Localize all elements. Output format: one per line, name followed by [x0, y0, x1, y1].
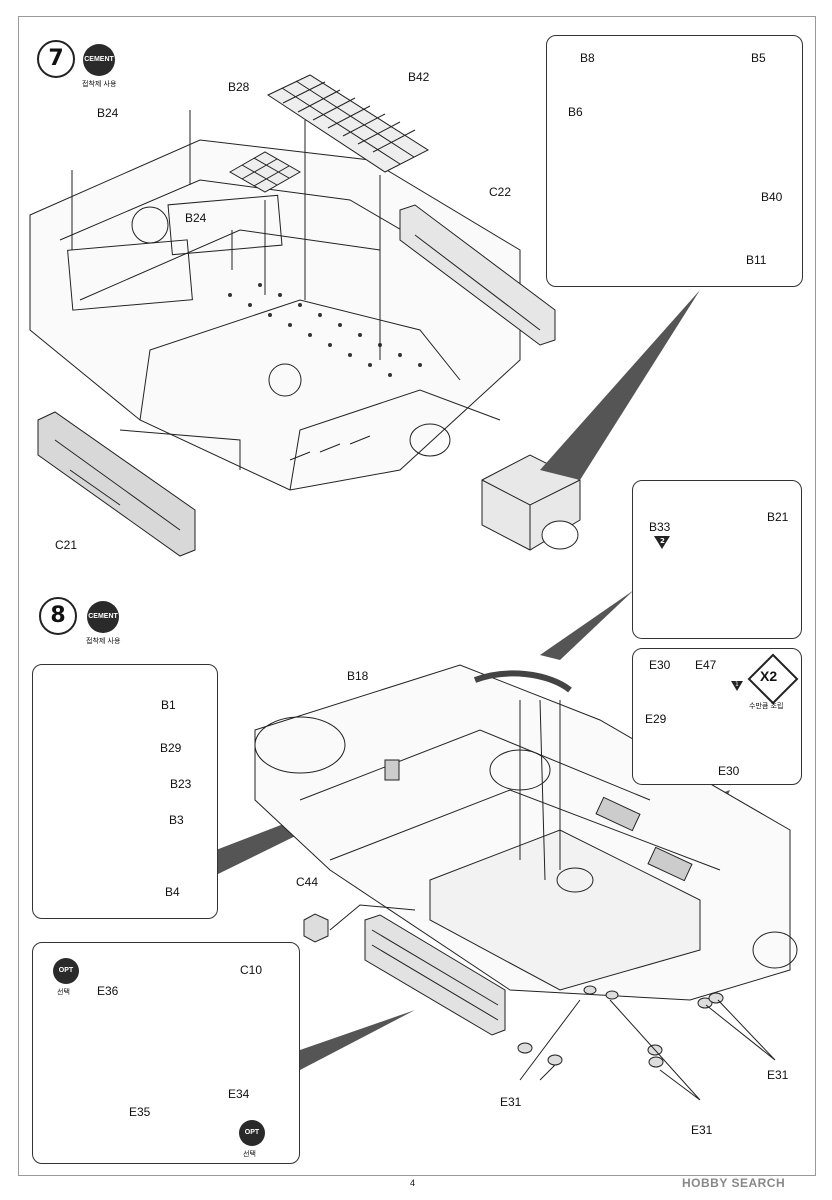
e31-bolts — [517, 985, 724, 1068]
opt-badge: OPT — [53, 958, 79, 984]
label-b5: B5 — [751, 51, 766, 65]
step8-hull-body — [254, 664, 798, 1001]
label-e31: E31 — [767, 1068, 789, 1082]
label-b4: B4 — [165, 885, 180, 899]
label-e35: E35 — [129, 1105, 151, 1119]
watermark-logo: HOBBY SEARCH — [682, 1176, 786, 1190]
label-c22: C22 — [489, 185, 512, 199]
label-b3: B3 — [169, 813, 184, 827]
ref-number: 1 — [735, 681, 739, 688]
page-border — [18, 16, 816, 1176]
b40-housing — [481, 454, 581, 551]
label-b42: B42 — [408, 70, 430, 84]
label-b23: B23 — [170, 777, 192, 791]
inset-b40-assembly: B8 B5 B6 B40 B11 — [546, 35, 803, 287]
opt-badge: OPT — [239, 1120, 265, 1146]
cement-badge: CEMENT — [87, 601, 119, 633]
page-number: 4 — [410, 1178, 416, 1188]
callout-wedge-armor — [300, 1010, 415, 1070]
label-b28: B28 — [228, 80, 250, 94]
c44-part — [303, 913, 329, 943]
cement-caption: 접착제 사용 — [82, 80, 117, 88]
step7-leader-lines — [71, 110, 381, 470]
label-e34: E34 — [228, 1087, 250, 1101]
label-e31: E31 — [691, 1123, 713, 1137]
cement-caption: 접착제 사용 — [86, 637, 121, 645]
step-number-8: 8 — [39, 597, 77, 635]
ref-triangle — [654, 536, 670, 549]
inset-b33-ring: B33 2 B21 — [632, 480, 802, 639]
callout-wedge-7 — [540, 290, 700, 480]
opt-caption: 선택 — [57, 988, 70, 996]
b18-part — [384, 759, 400, 781]
label-b6: B6 — [568, 105, 583, 119]
callout-wedge-ring — [540, 590, 634, 660]
inset-hatch-assembly: B1 B29 B23 B3 B4 — [32, 664, 218, 919]
b28-armor-grid — [228, 151, 302, 193]
label-c10: C10 — [240, 963, 263, 977]
label-b24: B24 — [97, 106, 119, 120]
ref-number: 2 — [660, 537, 665, 545]
ref-triangle — [731, 681, 743, 691]
cement-badge: CEMENT — [83, 44, 115, 76]
label-b24: B24 — [185, 211, 207, 225]
label-e29: E29 — [645, 712, 667, 726]
label-e31: E31 — [500, 1095, 522, 1109]
c21-side-skirt — [37, 411, 196, 557]
label-b29: B29 — [160, 741, 182, 755]
label-b33: B33 — [649, 520, 671, 534]
x2-label: X2 — [760, 668, 778, 684]
opt-caption: 선택 — [243, 1150, 256, 1158]
label-b11: B11 — [746, 253, 767, 267]
b42-armor-grid — [266, 74, 430, 173]
label-e47: E47 — [695, 658, 717, 672]
label-e30: E30 — [718, 764, 740, 778]
label-c21: C21 — [55, 538, 78, 552]
inset-e47-hooks: E30 E47 E29 E30 1 X2 수만큼 조립 — [632, 648, 802, 785]
label-b40: B40 — [761, 190, 783, 204]
x2-caption: 수만큼 조립 — [749, 702, 784, 710]
c22-side-skirt — [399, 204, 556, 346]
label-e30: E30 — [649, 658, 671, 672]
label-c44: C44 — [296, 875, 319, 889]
step-number-7: 7 — [37, 40, 75, 78]
e47-hooks — [595, 796, 693, 882]
label-b1: B1 — [161, 698, 176, 712]
label-b21: B21 — [767, 510, 789, 524]
step7-rivets — [228, 283, 422, 377]
label-b18: B18 — [347, 669, 369, 683]
inset-armor-options: OPT 선택 E36 C10 E35 E34 OPT 선택 — [32, 942, 300, 1164]
label-b8: B8 — [580, 51, 595, 65]
label-e36: E36 — [97, 984, 119, 998]
step7-hull-body — [29, 139, 521, 491]
c10-skirt — [364, 914, 506, 1036]
